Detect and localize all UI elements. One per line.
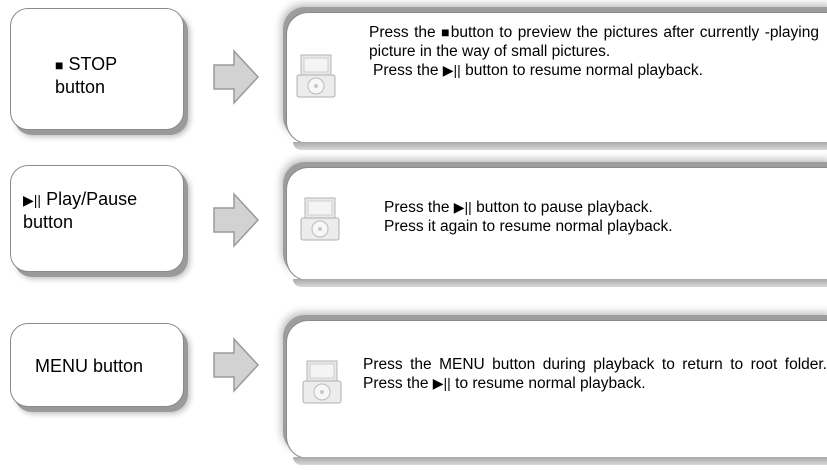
menu-description-text: Press the MENU button during playback to… — [363, 356, 827, 392]
stop-symbol-icon: ■ — [441, 24, 451, 40]
play-pause-description-card: Press the ▶|| button to pause playback. … — [286, 167, 827, 287]
play-pause-button-label: ▶|| Play/Pause button — [23, 189, 138, 232]
stop-description-text: Press the ■button to preview the picture… — [369, 24, 819, 79]
stop-symbol-icon: ■ — [55, 57, 64, 73]
play-pause-symbol-icon: ▶|| — [442, 62, 461, 78]
stop-description-card: Press the ■button to preview the picture… — [286, 12, 827, 150]
play-pause-symbol-icon: ▶|| — [432, 375, 451, 391]
menu-description-card: Press the MENU button during playback to… — [286, 320, 827, 465]
play-pause-symbol-icon: ▶|| — [453, 199, 472, 215]
menu-button-label: MENU button — [35, 356, 144, 376]
play-pause-button-card: ▶|| Play/Pause button — [10, 165, 184, 272]
play-pause-symbol-icon: ▶|| — [23, 192, 42, 208]
play-pause-description-text: Press the ▶|| button to pause playback. … — [384, 199, 673, 235]
right-arrow-icon — [213, 49, 260, 105]
right-arrow-icon — [213, 192, 260, 248]
dvd-player-icon — [296, 54, 336, 98]
right-arrow-icon — [213, 337, 260, 393]
stop-button-card: ■ STOP button — [10, 8, 184, 130]
menu-button-card: MENU button — [10, 323, 184, 407]
dvd-player-icon — [302, 360, 342, 404]
stop-button-label: ■ STOP button — [55, 54, 118, 97]
dvd-player-icon — [300, 197, 340, 241]
